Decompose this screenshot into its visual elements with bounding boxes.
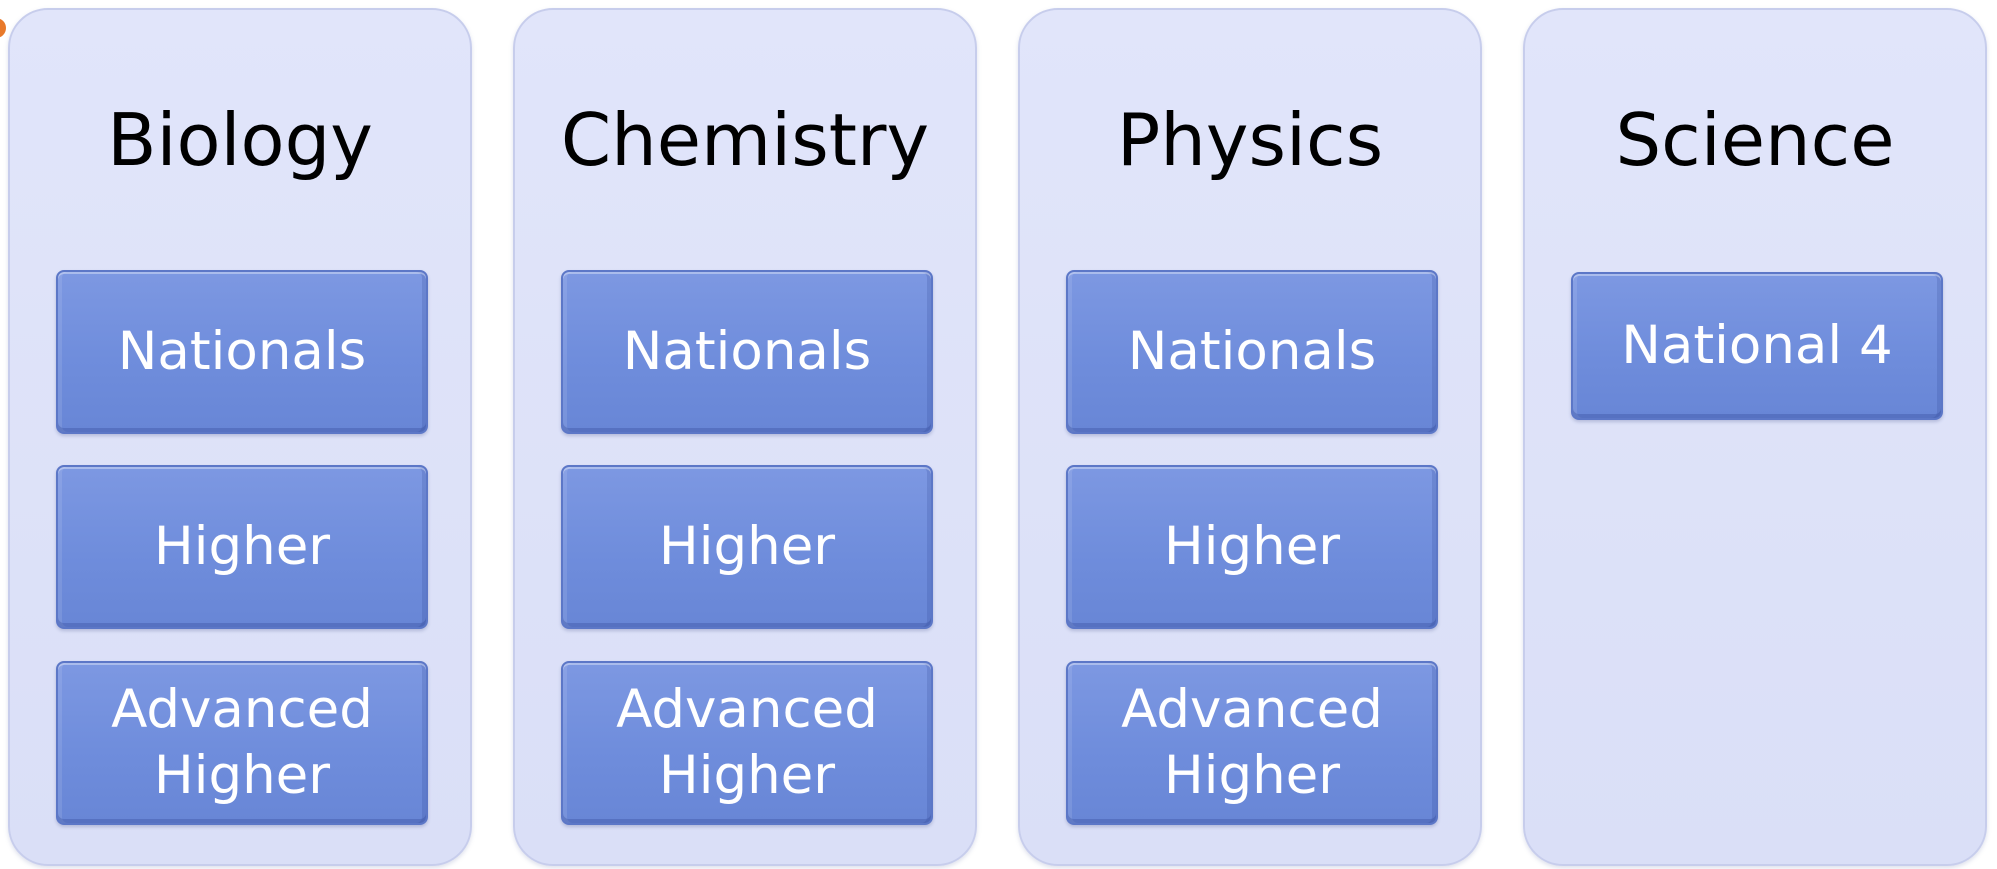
level-label: Advanced Higher [616, 679, 878, 806]
subject-panel-science: Science National 4 [1523, 8, 1987, 866]
level-label: Higher [153, 516, 331, 577]
level-label: Nationals [117, 321, 367, 382]
level-tile-higher[interactable]: Higher [56, 465, 428, 629]
level-label: Higher [658, 516, 836, 577]
level-tile-nationals[interactable]: Nationals [56, 270, 428, 434]
level-label: Advanced Higher [1121, 679, 1383, 806]
level-tile-higher[interactable]: Higher [1066, 465, 1438, 629]
level-tile-national-4[interactable]: National 4 [1571, 272, 1943, 420]
level-tile-advanced-higher[interactable]: Advanced Higher [561, 661, 933, 825]
level-label: National 4 [1621, 315, 1893, 376]
level-tile-higher[interactable]: Higher [561, 465, 933, 629]
level-tile-advanced-higher[interactable]: Advanced Higher [56, 661, 428, 825]
corner-decoration [0, 18, 6, 38]
level-label: Nationals [1127, 321, 1377, 382]
subject-panel-chemistry: Chemistry Nationals Higher Advanced High… [513, 8, 977, 866]
subject-panel-biology: Biology Nationals Higher Advanced Higher [8, 8, 472, 866]
subject-title: Chemistry [560, 98, 930, 182]
level-label: Nationals [622, 321, 872, 382]
level-tile-advanced-higher[interactable]: Advanced Higher [1066, 661, 1438, 825]
subject-title: Biology [107, 98, 373, 182]
subject-title: Science [1615, 98, 1895, 182]
subject-panel-physics: Physics Nationals Higher Advanced Higher [1018, 8, 1482, 866]
level-tile-nationals[interactable]: Nationals [1066, 270, 1438, 434]
level-label: Advanced Higher [111, 679, 373, 806]
subject-title: Physics [1116, 98, 1384, 182]
level-tile-nationals[interactable]: Nationals [561, 270, 933, 434]
level-label: Higher [1163, 516, 1341, 577]
